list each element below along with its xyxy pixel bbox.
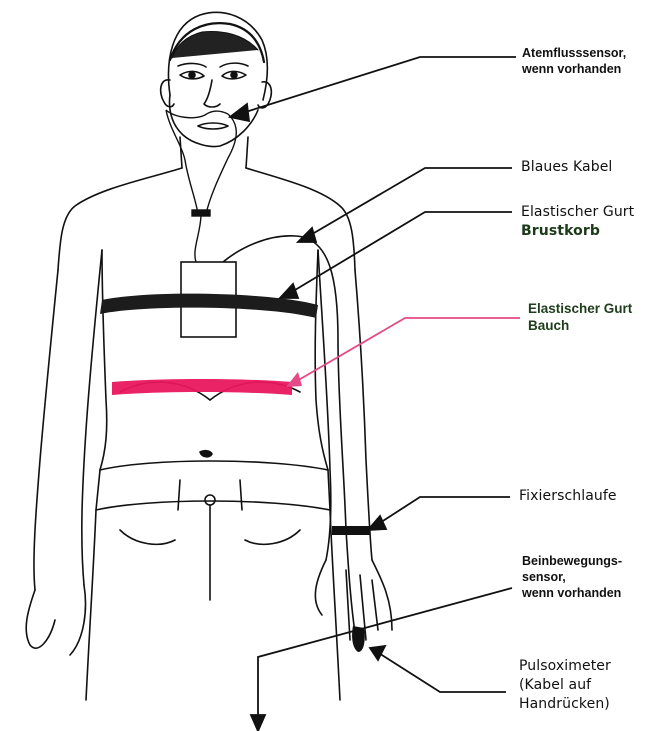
fixation-callout: [372, 497, 510, 528]
chest-belt-label: Elastischer Gurt Brustkorb: [521, 203, 634, 241]
abdomen-belt: [112, 379, 292, 395]
oximeter-callout: [374, 650, 506, 692]
pants: [86, 461, 340, 700]
oximeter-arrow: [370, 646, 385, 660]
airflow-arrow: [230, 104, 249, 121]
abdomen-belt-label: Elastischer Gurt Bauch: [528, 300, 632, 334]
fixation-arrow: [368, 516, 386, 530]
leg-sensor-label: Beinbewegungs- sensor, wenn vorhanden: [522, 553, 622, 601]
chest-belt-arrow: [280, 284, 298, 298]
leg-sensor-callout: [258, 588, 512, 722]
blue-cable-label: Blaues Kabel: [521, 158, 612, 177]
leg-sensor-arrow: [251, 715, 265, 731]
oximeter-label: Pulsoximeter (Kabel auf Handrücken): [519, 657, 611, 714]
blue-cable-callout: [302, 168, 512, 240]
airflow-callout: [236, 57, 516, 115]
abdomen-arrow: [286, 372, 302, 387]
airflow-sensor: [166, 110, 236, 262]
fixation-loop-label: Fixierschlaufe: [519, 487, 617, 506]
fixation-loop: [332, 526, 370, 535]
chest-belt-callout: [285, 212, 512, 296]
airflow-label: Atemflusssensor, wenn vorhanden: [522, 45, 626, 77]
blue-cable-arrow: [298, 228, 316, 242]
head: [161, 12, 272, 168]
